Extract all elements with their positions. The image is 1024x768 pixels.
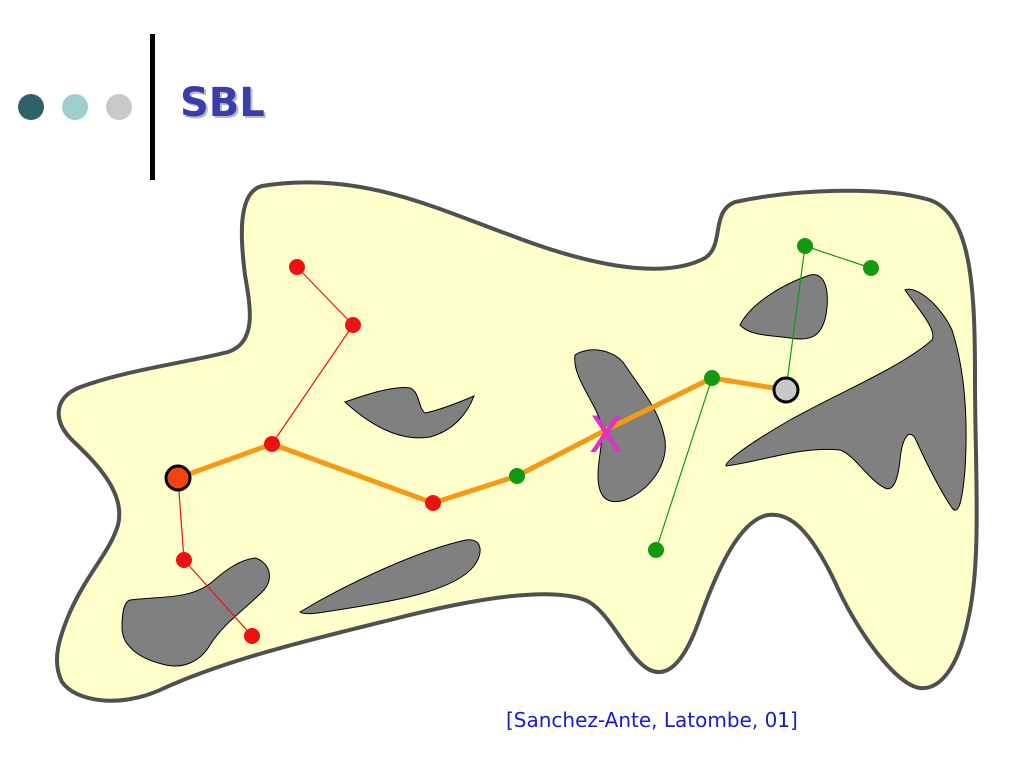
obstacle-center-boomerang — [344, 386, 475, 439]
dot-dark-teal — [18, 94, 44, 120]
slide-bullet-dots-icon — [18, 94, 132, 120]
goal-tree-node — [863, 260, 879, 276]
collision-mark: X — [589, 406, 623, 464]
slide-title: SBL — [180, 80, 265, 126]
title-divider — [150, 34, 155, 180]
start-tree-node — [264, 436, 280, 452]
start-node — [164, 464, 192, 492]
free-space-region — [54, 180, 979, 703]
start-tree-node — [244, 628, 260, 644]
obstacle-top-right-blob — [739, 274, 828, 340]
obstacle-bottom-sliver — [299, 539, 481, 615]
obstacle-right-spike — [725, 288, 967, 511]
goal-tree — [655, 245, 872, 551]
start-tree-node — [176, 552, 192, 568]
start-tree-node — [345, 317, 361, 333]
citation: [Sanchez-Ante, Latombe, 01] — [506, 708, 798, 732]
start-tree-node — [289, 259, 305, 275]
dot-light-teal — [62, 94, 88, 120]
goal-tree-node — [509, 468, 525, 484]
start-tree-node — [425, 495, 441, 511]
goal-tree-node — [648, 542, 664, 558]
obstacle-bottom-left — [121, 557, 270, 667]
goal-node — [772, 376, 800, 404]
dot-light-gray — [106, 94, 132, 120]
goal-tree-node — [704, 370, 720, 386]
goal-tree-node — [797, 238, 813, 254]
